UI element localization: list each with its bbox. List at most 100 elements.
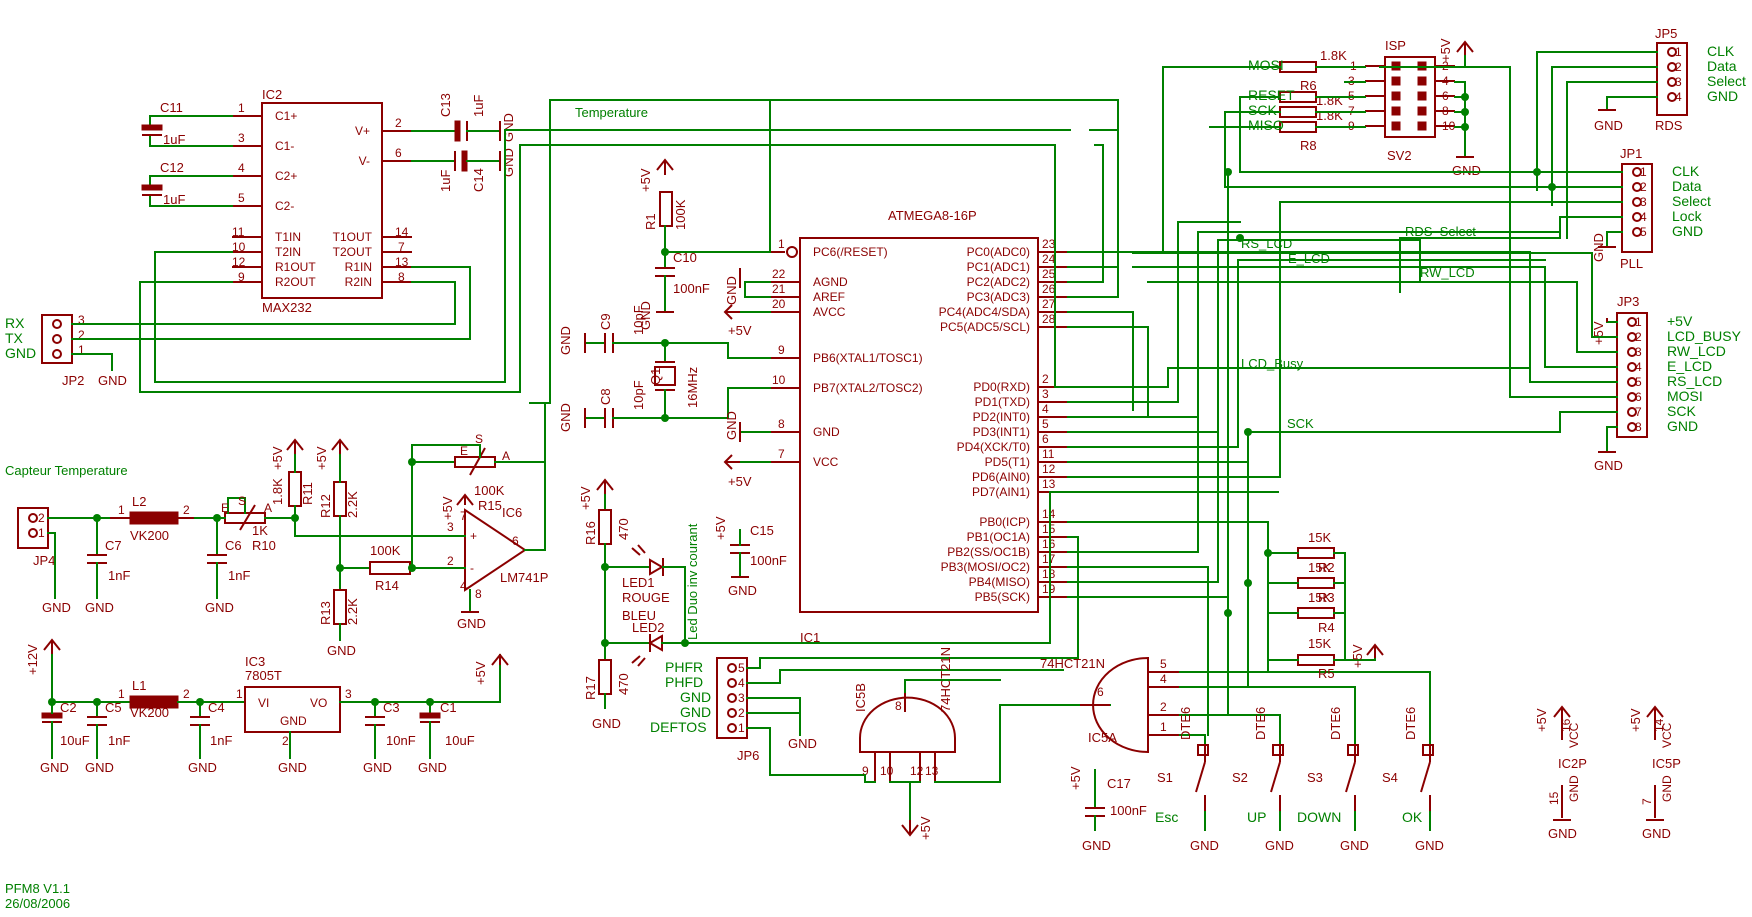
svg-text:E_LCD: E_LCD (1667, 358, 1712, 374)
svg-text:L2: L2 (132, 494, 146, 509)
svg-text:2: 2 (738, 706, 745, 720)
svg-text:10: 10 (232, 240, 246, 254)
svg-text:PC2(ADC2): PC2(ADC2) (967, 275, 1030, 289)
svg-text:GND: GND (724, 411, 739, 440)
svg-text:PD4(XCK/T0): PD4(XCK/T0) (957, 440, 1030, 454)
svg-text:IC2P: IC2P (1558, 756, 1587, 771)
svg-text:22: 22 (772, 267, 786, 281)
svg-text:+5V: +5V (1438, 38, 1453, 62)
svg-text:R17: R17 (583, 676, 598, 700)
svg-text:PB1(OC1A): PB1(OC1A) (967, 530, 1030, 544)
footer: PFM8 V1.1 26/08/2006 (5, 881, 70, 911)
svg-text:S2: S2 (1232, 770, 1248, 785)
svg-text:R4: R4 (1318, 620, 1335, 635)
svg-text:R12: R12 (318, 494, 333, 518)
svg-text:2: 2 (282, 734, 289, 748)
svg-text:PB6(XTAL1/TOSC1): PB6(XTAL1/TOSC1) (813, 351, 923, 365)
svg-text:CLK: CLK (1672, 163, 1700, 179)
svg-text:T2OUT: T2OUT (333, 245, 373, 259)
svg-text:GND: GND (592, 716, 621, 731)
svg-text:15: 15 (1042, 522, 1056, 536)
svg-text:-: - (470, 561, 474, 575)
svg-text:1: 1 (778, 237, 785, 251)
svg-text:1: 1 (118, 687, 125, 701)
svg-text:7: 7 (398, 240, 405, 254)
svg-text:PB5(SCK): PB5(SCK) (975, 590, 1030, 604)
ic2-label: IC2 (262, 87, 282, 102)
svg-text:4: 4 (1640, 210, 1647, 224)
svg-text:R2OUT: R2OUT (275, 275, 316, 289)
svg-text:10uF: 10uF (445, 733, 475, 748)
svg-text:RS_LCD: RS_LCD (1241, 236, 1292, 251)
svg-text:18: 18 (1042, 567, 1056, 581)
svg-text:JP6: JP6 (737, 748, 759, 763)
svg-text:DTE6: DTE6 (1253, 707, 1268, 740)
svg-text:S1: S1 (1157, 770, 1173, 785)
svg-text:2: 2 (183, 687, 190, 701)
svg-text:RW_LCD: RW_LCD (1667, 343, 1726, 359)
svg-text:GND: GND (558, 403, 573, 432)
svg-text:JP4: JP4 (33, 553, 55, 568)
svg-text:15K: 15K (1308, 530, 1331, 545)
svg-text:6: 6 (1097, 685, 1104, 699)
svg-text:19: 19 (1042, 582, 1056, 596)
svg-text:16: 16 (1559, 718, 1573, 732)
svg-text:3: 3 (1635, 345, 1642, 359)
svg-text:GND: GND (501, 148, 516, 177)
svg-text:470: 470 (616, 518, 631, 540)
svg-text:PB0(ICP): PB0(ICP) (979, 515, 1030, 529)
svg-text:GND: GND (1672, 223, 1703, 239)
svg-text:13: 13 (395, 255, 409, 269)
svg-text:L1: L1 (132, 678, 146, 693)
svg-text:C17: C17 (1107, 776, 1131, 791)
svg-text:JP5: JP5 (1655, 26, 1677, 41)
svg-text:GND: GND (788, 736, 817, 751)
crystal-network: C9 10pF C8 10pF Q1 16MHz GND GND GND +5V (558, 305, 752, 489)
svg-text:GND: GND (638, 301, 653, 330)
svg-text:+5V: +5V (638, 168, 653, 192)
svg-text:11: 11 (1042, 447, 1055, 461)
svg-text:8: 8 (475, 587, 482, 601)
switch-s2[interactable]: S2 DTE6 UP GND (1232, 707, 1294, 853)
svg-text:C9: C9 (598, 313, 613, 330)
ic-power-pins: +5V 16 VCC IC2P 15 GND GND +5V 14 VCC IC… (1534, 705, 1681, 841)
svg-text:R2: R2 (1318, 560, 1335, 575)
svg-text:1: 1 (738, 721, 745, 735)
switch-s4[interactable]: S4 DTE6 OK GND (1382, 707, 1444, 853)
svg-text:PHFD: PHFD (665, 674, 703, 690)
svg-text:+5V: +5V (713, 516, 728, 540)
svg-text:PC3(ADC3): PC3(ADC3) (967, 290, 1030, 304)
svg-text:15K: 15K (1308, 636, 1331, 651)
svg-text:1nF: 1nF (210, 733, 232, 748)
svg-text:PD6(AIN0): PD6(AIN0) (972, 470, 1030, 484)
svg-text:6: 6 (1042, 432, 1049, 446)
svg-text:PD7(AIN1): PD7(AIN1) (972, 485, 1030, 499)
svg-text:10: 10 (772, 373, 786, 387)
svg-text:GND: GND (363, 760, 392, 775)
svg-text:3: 3 (738, 691, 745, 705)
svg-text:AGND: AGND (813, 275, 848, 289)
svg-text:C1: C1 (440, 700, 457, 715)
svg-text:1uF: 1uF (471, 95, 486, 117)
switch-s3[interactable]: S3 DTE6 DOWN GND (1297, 707, 1369, 853)
svg-text:GND: GND (1642, 826, 1671, 841)
svg-text:T1IN: T1IN (275, 230, 301, 244)
svg-text:JP2: JP2 (62, 373, 84, 388)
svg-text:1.8K: 1.8K (1316, 93, 1343, 108)
svg-text:IC5B: IC5B (853, 683, 868, 712)
svg-text:1: 1 (1675, 45, 1682, 59)
switch-s1[interactable]: S1 DTE6 Esc GND (1155, 707, 1219, 853)
svg-text:1.8K: 1.8K (1320, 48, 1347, 63)
svg-text:C8: C8 (598, 388, 613, 405)
svg-text:VCC: VCC (1660, 722, 1674, 748)
ic2-name: MAX232 (262, 300, 312, 315)
svg-text:1: 1 (236, 687, 243, 701)
svg-text:1nF: 1nF (108, 568, 130, 583)
svg-text:12: 12 (1042, 462, 1056, 476)
svg-text:MISO: MISO (1248, 117, 1284, 133)
svg-text:1uF: 1uF (438, 170, 453, 192)
svg-text:470: 470 (616, 673, 631, 695)
